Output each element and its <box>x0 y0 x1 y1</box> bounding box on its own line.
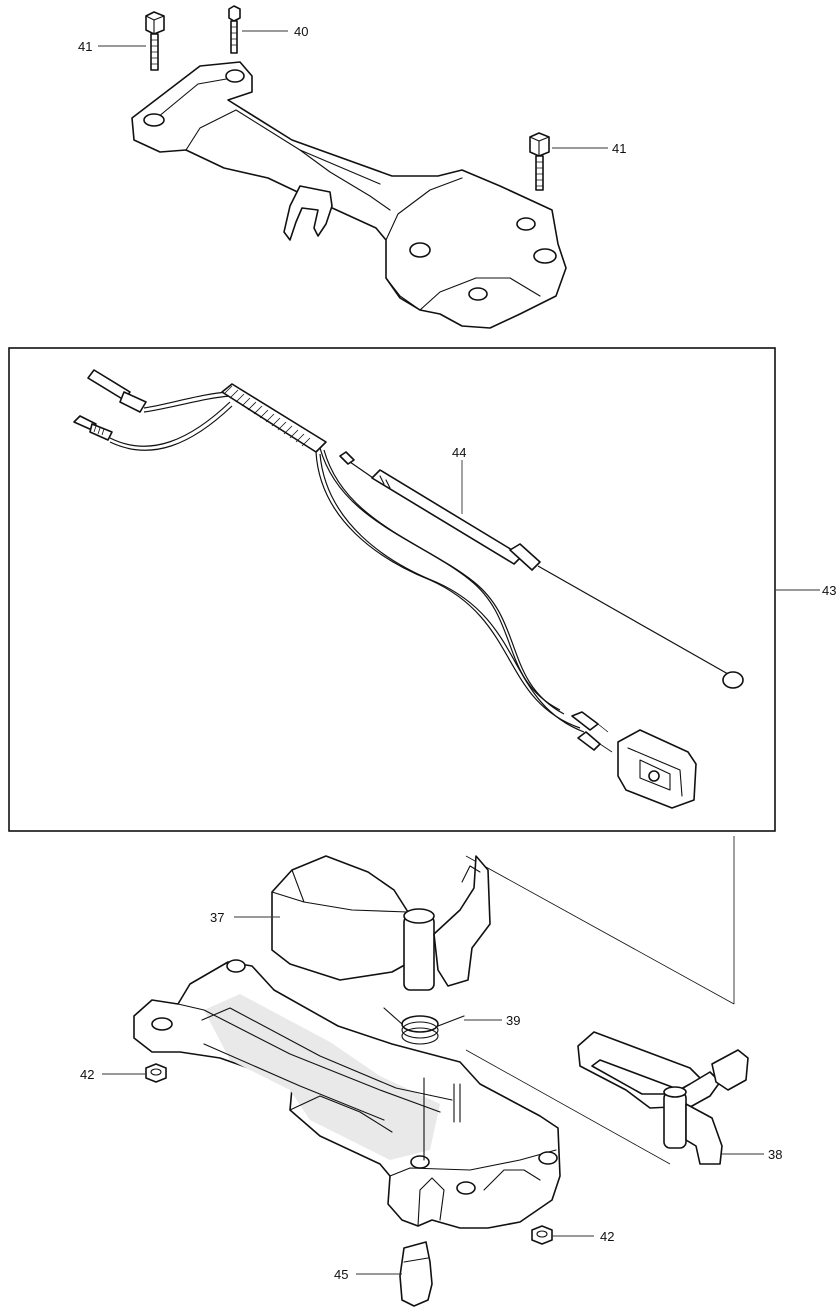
callout-39: 39 <box>506 1013 520 1028</box>
trigger-cover-37 <box>271 855 411 981</box>
reference-line <box>465 1049 671 1165</box>
stop-switch <box>617 729 697 809</box>
nut-42-left <box>145 1063 167 1083</box>
nut-42-right <box>531 1225 553 1245</box>
reference-line <box>465 855 735 1005</box>
handle-body-lower <box>133 959 561 1229</box>
callout-45: 45 <box>334 1267 348 1282</box>
callout-43: 43 <box>822 583 836 598</box>
assembly-43-frame <box>8 347 776 832</box>
callout-42-left: 42 <box>80 1067 94 1082</box>
callout-42-right: 42 <box>600 1229 614 1244</box>
callout-41-left: 41 <box>78 39 92 54</box>
leader-lines <box>98 30 820 1275</box>
throttle-cable-44 <box>339 451 744 689</box>
callout-41-right: 41 <box>612 141 626 156</box>
button-45 <box>399 1241 433 1307</box>
lock-lever-38 <box>577 1031 749 1165</box>
callout-37: 37 <box>210 910 224 925</box>
trigger-lever <box>403 855 491 991</box>
cap-screw-41-right <box>529 132 550 191</box>
spring-39 <box>383 1007 465 1045</box>
handle-cover-top <box>131 61 567 329</box>
callout-40: 40 <box>294 24 308 39</box>
cap-screw-41-left <box>145 11 165 71</box>
wire-harness <box>73 369 613 753</box>
callout-44: 44 <box>452 445 466 460</box>
callout-38: 38 <box>768 1147 782 1162</box>
screw-40 <box>228 5 241 54</box>
